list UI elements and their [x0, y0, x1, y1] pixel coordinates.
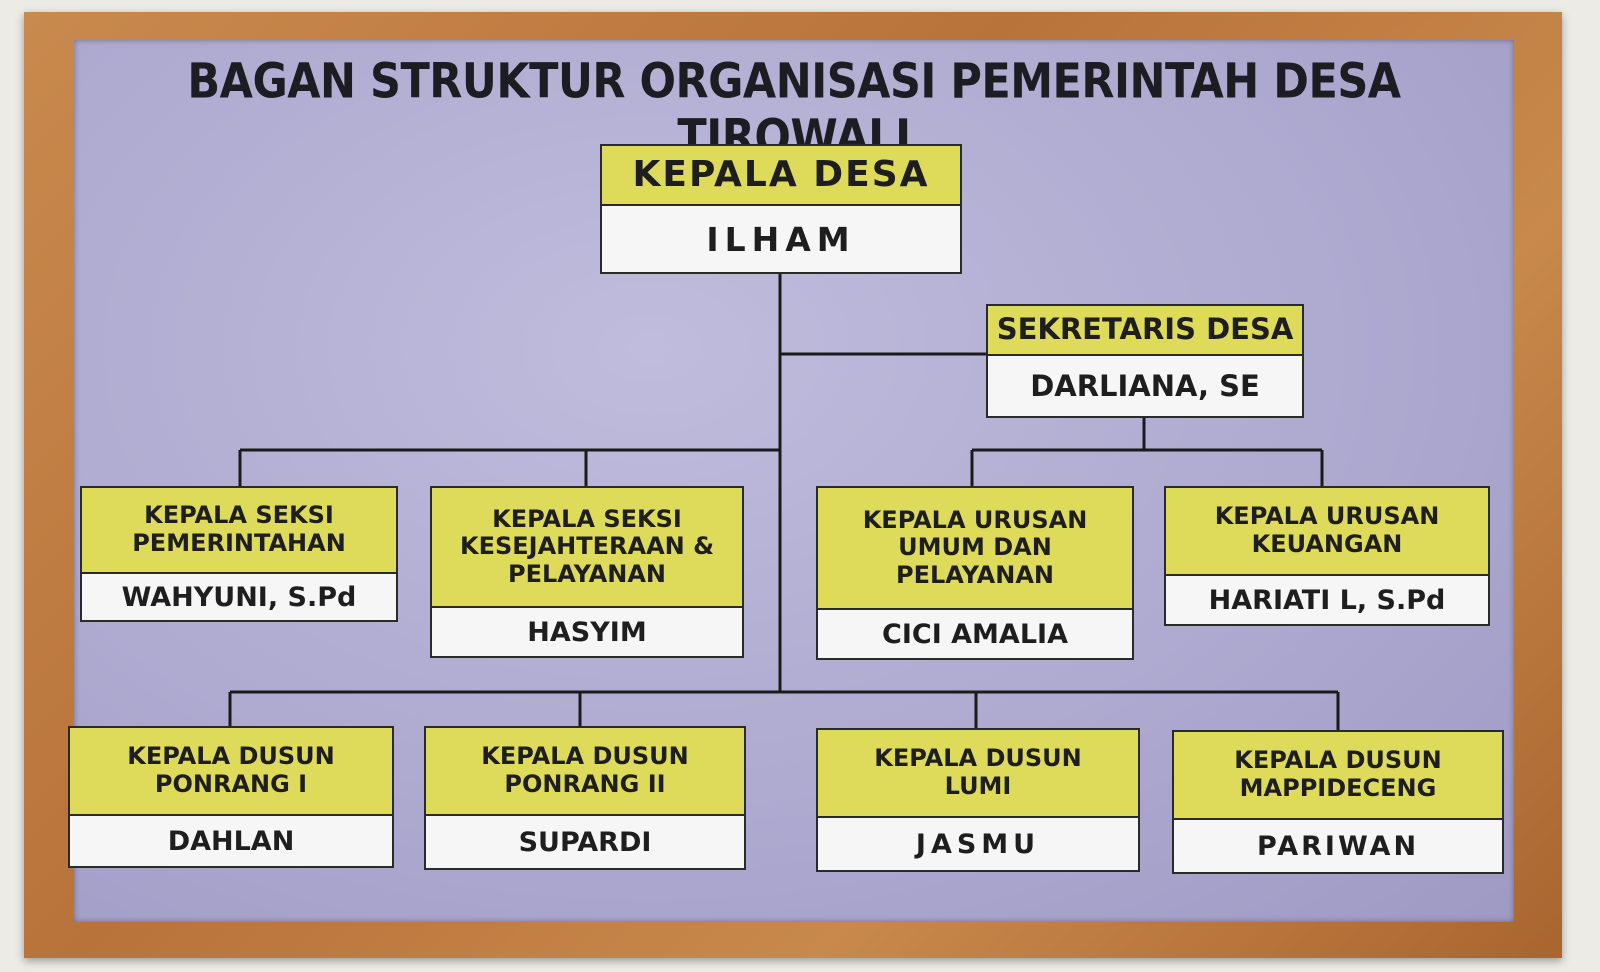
position-line: PEMERINTAHAN — [132, 529, 346, 557]
node-dusun-mappideceng: KEPALA DUSUN MAPPIDECENG PARIWAN — [1172, 730, 1504, 874]
position-line: KEPALA DUSUN — [127, 742, 335, 771]
chart-title: BAGAN STRUKTUR ORGANISASI PEMERINTAH DES… — [187, 54, 1401, 166]
person-name: SUPARDI — [426, 816, 744, 868]
node-sekretaris-desa: SEKRETARIS DESA DARLIANA, SE — [986, 304, 1304, 418]
position-label: KEPALA SEKSI KESEJAHTERAAN & PELAYANAN — [432, 488, 742, 608]
position-line: KEPALA SEKSI — [492, 504, 682, 533]
position-line: MAPPIDECENG — [1239, 774, 1437, 802]
node-kepala-desa: KEPALA DESA ILHAM — [600, 144, 962, 274]
person-name: WAHYUNI, S.Pd — [82, 574, 396, 620]
person-name: DAHLAN — [70, 816, 392, 866]
person-name: JASMU — [818, 818, 1138, 870]
org-chart-board: BAGAN STRUKTUR ORGANISASI PEMERINTAH DES… — [68, 40, 1514, 922]
position-label: KEPALA URUSAN UMUM DAN PELAYANAN — [818, 488, 1132, 610]
node-kasi-pemerintahan: KEPALA SEKSI PEMERINTAHAN WAHYUNI, S.Pd — [80, 486, 398, 622]
position-line: KEPALA DUSUN — [481, 742, 689, 771]
person-name: PARIWAN — [1174, 820, 1502, 872]
position-line: LUMI — [944, 772, 1012, 800]
node-kaur-keuangan: KEPALA URUSAN KEUANGAN HARIATI L, S.Pd — [1164, 486, 1490, 626]
position-line: KEPALA URUSAN — [1214, 502, 1440, 531]
position-line: PELAYANAN — [896, 560, 1054, 589]
connector-lines — [228, 274, 1340, 730]
person-name: HASYIM — [432, 608, 742, 656]
position-line: PELAYANAN — [508, 559, 666, 588]
person-name: CICI AMALIA — [818, 610, 1132, 658]
person-name: ILHAM — [602, 206, 960, 272]
position-label: KEPALA SEKSI PEMERINTAHAN — [82, 488, 396, 574]
position-line: KESEJAHTERAAN & — [459, 532, 715, 561]
position-line: KEPALA DUSUN — [1234, 746, 1442, 775]
position-label: KEPALA DESA — [602, 146, 960, 206]
position-label: SEKRETARIS DESA — [988, 306, 1302, 356]
node-dusun-lumi: KEPALA DUSUN LUMI JASMU — [816, 728, 1140, 872]
node-dusun-ponrang-2: KEPALA DUSUN PONRANG II SUPARDI — [424, 726, 746, 870]
position-label: KEPALA DUSUN MAPPIDECENG — [1174, 732, 1502, 820]
position-label: KEPALA URUSAN KEUANGAN — [1166, 488, 1488, 576]
position-line: PONRANG II — [504, 770, 666, 798]
position-line: KEPALA URUSAN — [862, 505, 1088, 534]
person-name: HARIATI L, S.Pd — [1166, 576, 1488, 624]
position-label: KEPALA DUSUN PONRANG I — [70, 728, 392, 816]
node-kasi-kesejahteraan: KEPALA SEKSI KESEJAHTERAAN & PELAYANAN H… — [430, 486, 744, 658]
position-label: KEPALA DUSUN PONRANG II — [426, 728, 744, 816]
position-line: KEPALA DESA — [632, 154, 930, 196]
position-line: KEPALA DUSUN — [874, 744, 1082, 773]
position-line: PONRANG I — [154, 770, 308, 798]
position-line: KEUANGAN — [1251, 530, 1403, 558]
position-line: SEKRETARIS DESA — [996, 312, 1294, 347]
position-line: UMUM DAN — [898, 533, 1052, 562]
position-label: KEPALA DUSUN LUMI — [818, 730, 1138, 818]
node-dusun-ponrang-1: KEPALA DUSUN PONRANG I DAHLAN — [68, 726, 394, 868]
position-line: KEPALA SEKSI — [144, 501, 334, 530]
person-name: DARLIANA, SE — [988, 356, 1302, 416]
node-kaur-umum: KEPALA URUSAN UMUM DAN PELAYANAN CICI AM… — [816, 486, 1134, 660]
